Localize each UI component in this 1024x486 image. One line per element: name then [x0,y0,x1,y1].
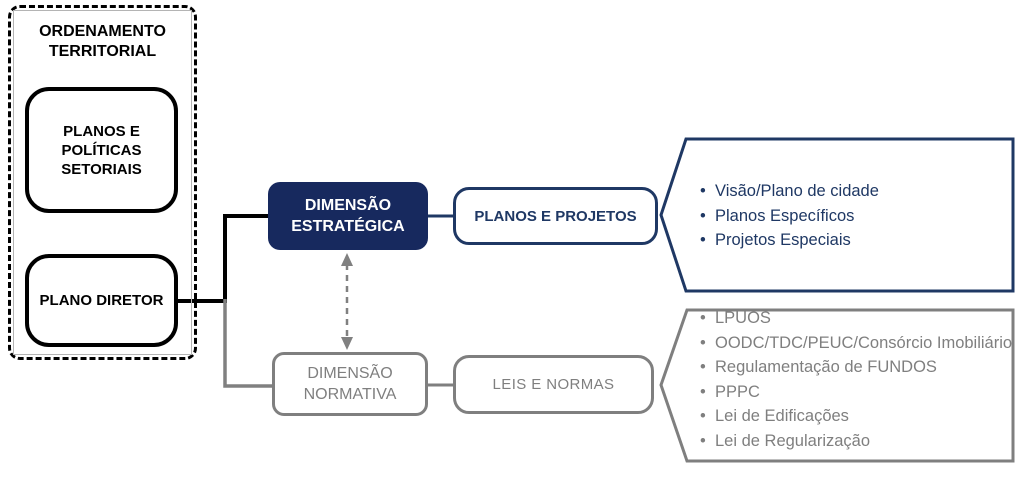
list-item: LPUOS [700,306,1016,331]
laws-norms-box: LEIS E NORMAS [453,355,654,414]
normative-dimension-box: DIMENSÃO NORMATIVA [272,352,428,416]
list-item: PPPC [700,380,1016,405]
connector-master-plan-strategic [178,214,270,303]
territorial-group: ORDENAMENTO TERRITORIAL [8,5,197,360]
list-item: Regulamentação de FUNDOS [700,355,1016,380]
master-plan-box: PLANO DIRETOR [25,254,178,347]
connector-master-plan-normative [223,299,274,388]
sectoral-plans-box: PLANOS E POLÍTICAS SETORIAIS [25,87,178,213]
territorial-inner-line [13,10,192,355]
list-item: Lei de Regularização [700,429,1016,454]
list-item: Projetos Especiais [700,228,1016,253]
list-item: Lei de Edificações [700,404,1016,429]
plans-projects-box: PLANOS E PROJETOS [453,187,658,245]
strategic-dimension-box: DIMENSÃO ESTRATÉGICA [268,182,428,250]
list-item: OODC/TDC/PEUC/Consórcio Imobiliário [700,331,1016,356]
normative-items-panel: LPUOSOODC/TDC/PEUC/Consórcio Imobiliário… [700,306,1016,453]
arrowhead-up-icon [341,253,353,266]
strategic-items-panel: Visão/Plano de cidadePlanos EspecíficosP… [700,179,1016,253]
arrowhead-down-icon [341,337,353,350]
list-item: Planos Específicos [700,204,1016,229]
territorial-title: ORDENAMENTO TERRITORIAL [39,23,166,60]
list-item: Visão/Plano de cidade [700,179,1016,204]
